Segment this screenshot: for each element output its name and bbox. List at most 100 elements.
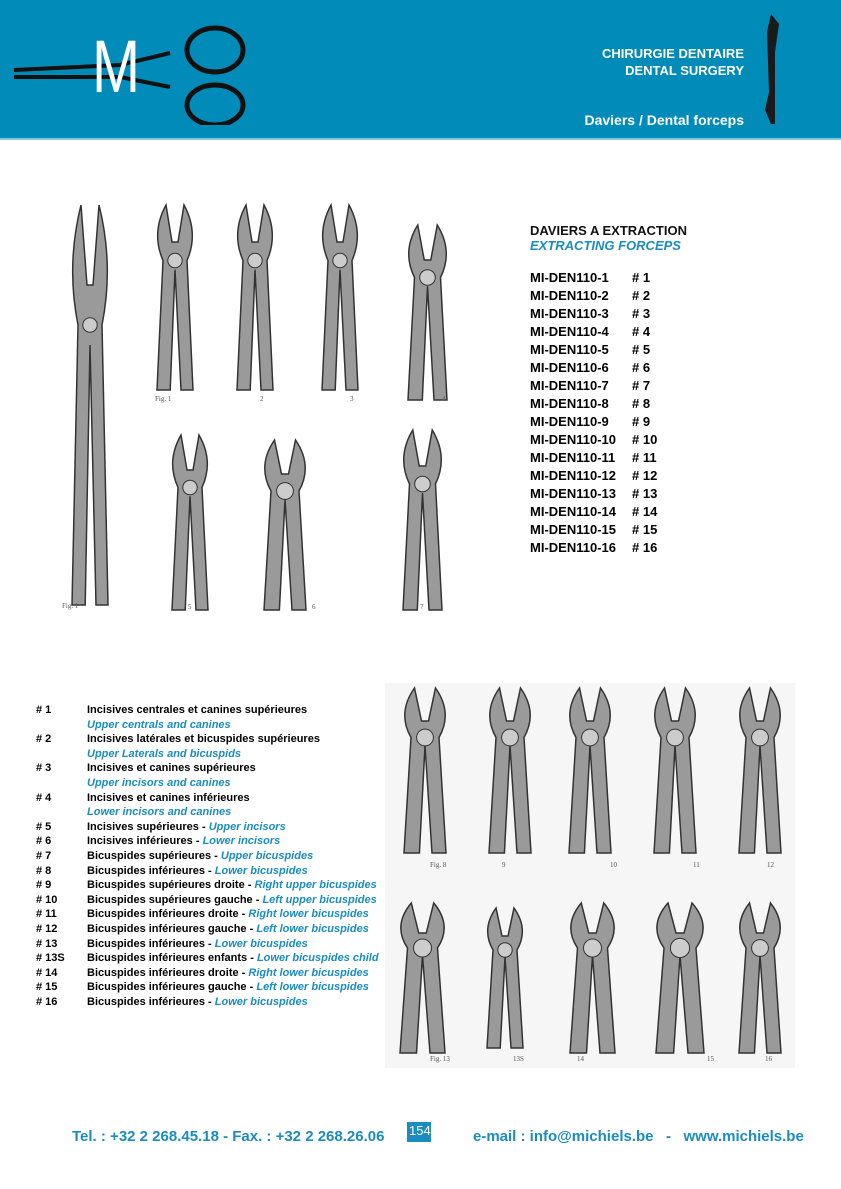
product-code-row: MI-DEN110-2# 2 [530,287,687,305]
item-number: # 2 [36,733,52,746]
separator: - [238,966,249,979]
product-code: MI-DEN110-16 [530,540,616,555]
separator: - [211,849,221,862]
separator: - [205,937,215,950]
forceps-illustration [738,686,782,854]
forceps-illustration [569,901,616,1054]
product-code-row: MI-DEN110-14# 14 [530,503,687,521]
description-fr: Bicuspides supérieures [87,849,212,862]
figure-label: 2 [260,395,264,403]
item-number: # 3 [36,762,52,775]
description-fr: Bicuspides supérieures gauche [87,893,253,906]
figure-label: 12 [767,861,774,869]
description-en: Upper Laterals and bicuspids [87,747,242,760]
description-en: Left upper bicuspides [262,893,377,906]
description-fr: Bicuspides inférieures gauche [87,981,247,994]
product-code-row: MI-DEN110-12# 12 [530,467,687,485]
description-en: Upper bicuspides [220,849,314,862]
product-code: MI-DEN110-4 [530,324,609,339]
description-en: Upper incisors [208,820,286,833]
figure-label: Fig. 1 [155,395,172,403]
forceps-illustration [738,901,782,1054]
forceps-illustration [653,686,697,854]
product-code-row: MI-DEN110-10# 10 [530,431,687,449]
figure-label: 16 [765,1055,772,1063]
item-number: # 13S [36,952,65,965]
figure-label: 4 [442,395,446,403]
separator: - [192,835,203,848]
footer-contact[interactable]: e-mail : info@michiels.be - www.michiels… [473,1128,804,1145]
separator: - [205,995,215,1008]
product-code-row: MI-DEN110-16 # 16 [530,539,687,557]
item-number: # 11 [36,908,57,921]
page-header: M CHIRURGIE DENTAIRE DENTAL SURGERY Davi… [0,0,841,140]
forceps-illustration [488,686,532,854]
description-en: Upper incisors and canines [87,776,231,789]
separator: - [198,820,209,833]
page-number: 154 [407,1122,431,1142]
product-code-row: MI-DEN110-5# 5 [530,341,687,359]
item-number: # 12 [36,922,58,935]
description-fr: Bicuspides inférieures gauche [87,922,247,935]
figure-label: 3 [350,395,354,403]
separator: - [252,893,263,906]
product-number: # 1 [632,270,651,285]
product-code: MI-DEN110-13 [530,486,616,501]
description-list: # 1 Incisives centrales et canines supéri… [36,703,379,1009]
product-code-row: MI-DEN110-13# 13 [530,485,687,503]
product-code: MI-DEN110-1 [530,270,609,285]
description-en: Lower bicuspides [214,864,308,877]
description-en: Right upper bicuspides [254,879,377,892]
item-number: # 4 [36,791,52,804]
description-fr: Incisives inférieures [87,835,193,848]
product-code: MI-DEN110-2 [530,288,609,303]
forceps-illustration [156,202,194,391]
separator: - [238,908,249,921]
description-item: # 11 Bicuspides inférieures droite - Righ… [36,907,379,922]
header-category: CHIRURGIE DENTAIRE DENTAL SURGERY [602,45,744,79]
product-number: # 7 [632,378,651,393]
figure-label: 10 [610,861,617,869]
logo-letter: M [92,25,141,108]
product-number: # 6 [632,360,651,375]
product-code: MI-DEN110-5 [530,342,609,357]
product-code: MI-DEN110-15 [530,522,616,537]
product-code: MI-DEN110-3 [530,306,609,321]
product-code-row: MI-DEN110-11# 11 [530,449,687,467]
product-number: # 15 [632,522,658,537]
description-fr: Incisives centrales et canines supérieur… [87,704,308,716]
separator: - [246,922,257,935]
figure-label: 9 [502,861,506,869]
item-number: # 6 [36,835,52,848]
product-code-row: MI-DEN110-15 # 15 [530,521,687,539]
description-en: Right lower bicuspides [248,908,369,921]
description-item: # 1 Incisives centrales et canines supéri… [36,703,379,718]
description-en: Lower incisors and canines [87,806,232,819]
description-en: Left lower bicuspides [256,981,369,994]
figure-label: Fig. 13 [430,1055,450,1063]
forceps-illustration [236,202,274,391]
description-fr: Bicuspides inférieures enfants [87,952,248,965]
item-number: # 1 [36,704,52,716]
figure-label: Fig. 1 [62,602,79,610]
product-code-row: MI-DEN110-4# 4 [530,323,687,341]
product-code-row: MI-DEN110-1 # 1 [530,269,687,287]
description-en: Lower bicuspides child [256,952,379,965]
item-number: # 14 [36,966,58,979]
description-fr: Bicuspides inférieures droite [87,908,239,921]
item-number: # 10 [36,893,58,906]
description-fr: Bicuspides supérieures droite [87,879,245,892]
forceps-illustration [399,901,446,1054]
product-code-row: MI-DEN110-6# 6 [530,359,687,377]
description-fr: Bicuspides inférieures [87,937,205,950]
product-number: # 16 [632,540,658,555]
